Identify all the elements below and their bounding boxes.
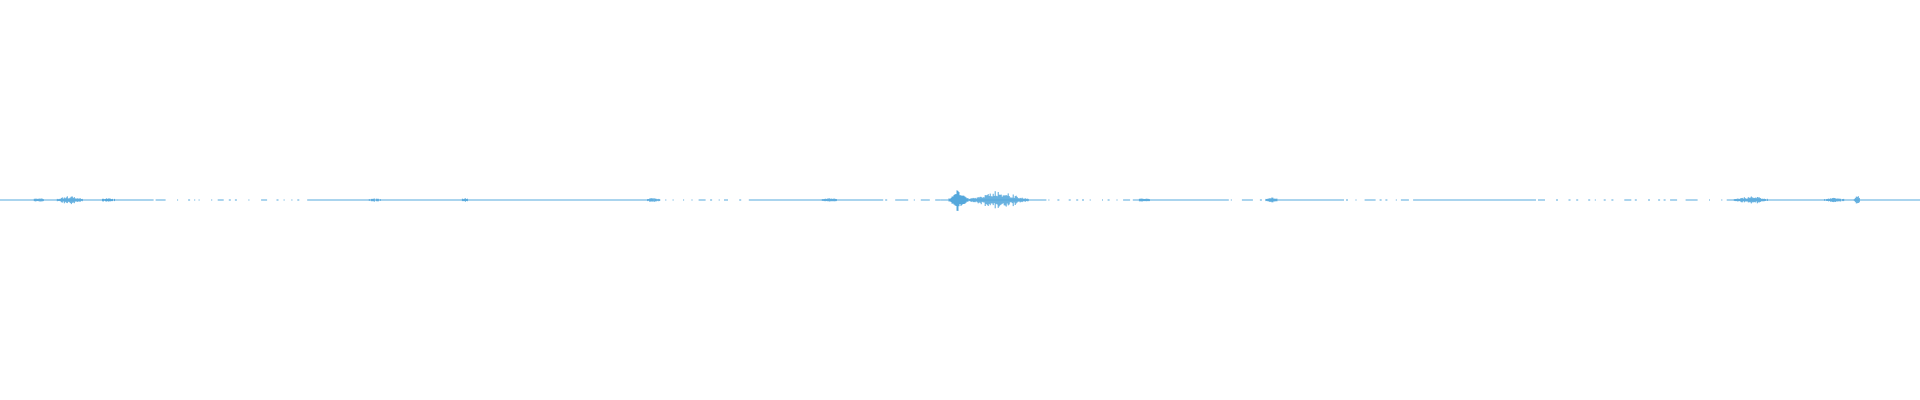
waveform-burst: [102, 198, 115, 202]
waveform-dot-segment: [1379, 199, 1382, 201]
waveform-dot-segment: [724, 199, 728, 201]
waveform-dot-segment: [1568, 199, 1571, 201]
waveform-dot-segment: [691, 199, 693, 201]
waveform-dot-segment: [1102, 199, 1103, 201]
waveform-dot-segment: [1709, 199, 1710, 201]
waveform-burst: [1733, 196, 1768, 204]
waveform-dot-segment: [1395, 199, 1397, 201]
waveform-dot-segment: [1556, 199, 1558, 201]
waveform-dot-segment: [1230, 199, 1232, 201]
waveform-dot-segment: [683, 199, 685, 201]
waveform-burst: [368, 198, 381, 202]
waveform-dot-segment: [198, 199, 200, 201]
waveform-burst: [968, 191, 1029, 209]
waveform-burst: [1265, 197, 1278, 203]
waveform-dot-segment: [1611, 199, 1614, 201]
waveform-dot-segment: [1400, 199, 1409, 201]
waveform-burst: [1824, 197, 1845, 203]
waveform-dot-segment: [1634, 199, 1637, 201]
waveform-dot-segment: [1658, 199, 1661, 201]
waveform-dot-segment: [885, 199, 888, 201]
waveform-burst: [948, 190, 969, 211]
waveform-dot-segment: [1076, 199, 1079, 201]
waveform-dot-segment: [1721, 199, 1723, 201]
waveform-dot-segment: [1603, 199, 1606, 201]
waveform-dot-segment: [1355, 199, 1357, 201]
waveform-burst: [1138, 198, 1150, 202]
waveform-dot-segment: [1068, 199, 1071, 201]
waveform-dot-segment: [1259, 199, 1262, 201]
waveform-dot-segment: [194, 199, 196, 201]
waveform-dot-segment: [1726, 199, 1728, 201]
waveform-dot-segment: [1364, 199, 1376, 201]
waveform-line-segment: [1728, 199, 1920, 201]
waveform-dot-segment: [1385, 199, 1388, 201]
waveform-dot-segment: [217, 199, 224, 201]
waveform-dot-segment: [698, 199, 706, 201]
waveform-dot-segment: [672, 199, 674, 201]
waveform-dot-segment: [261, 199, 268, 201]
waveform-dot-segment: [739, 199, 742, 201]
waveform-dot-segment: [188, 199, 191, 201]
waveform-burst: [821, 198, 837, 202]
waveform-bursts: [33, 190, 1860, 211]
waveform-dot-segment: [1648, 199, 1650, 201]
waveform-dot-segment: [920, 199, 930, 201]
waveform-dot-segment: [234, 199, 237, 201]
waveform-dot-segment: [718, 199, 720, 201]
waveform-burst: [647, 198, 661, 202]
waveform-dot-segment: [1116, 199, 1118, 201]
waveform-dot-segment: [211, 199, 213, 201]
waveform-burst: [56, 196, 83, 205]
waveform-dot-segment: [1588, 199, 1591, 201]
waveform-line-segment: [307, 199, 653, 201]
waveform-dot-segment: [155, 199, 166, 201]
waveform-dot-segment: [1576, 199, 1579, 201]
waveform-dot-segment: [1685, 199, 1698, 201]
waveform-dot-segment: [291, 199, 293, 201]
waveform-dot-segment: [913, 199, 915, 201]
waveform-dot-segment: [1048, 199, 1050, 201]
waveform-dot-segment: [1082, 199, 1084, 201]
waveform-dot-segment: [1241, 199, 1253, 201]
waveform-burst: [1853, 196, 1860, 204]
waveform-dot-segment: [710, 199, 713, 201]
waveform-dot-segment: [283, 199, 285, 201]
waveform-line-segment: [1267, 199, 1344, 201]
waveform-burst: [461, 198, 468, 202]
waveform-dot-segment: [1346, 199, 1348, 201]
waveform-dot-segment: [935, 199, 941, 201]
waveform-dot-segment: [1538, 199, 1545, 201]
waveform-dot-segment: [1670, 199, 1678, 201]
waveform-dot-segment: [177, 199, 179, 201]
waveform-dot-segment: [895, 199, 909, 201]
waveform-dot-segment: [1624, 199, 1632, 201]
waveform-line-segment: [1413, 199, 1536, 201]
waveform-dot-segment: [297, 199, 300, 201]
waveform-burst: [33, 198, 44, 202]
waveform-dot-segment: [276, 199, 279, 201]
waveform-dot-segment: [1057, 199, 1060, 201]
waveform-dot-segment: [228, 199, 231, 201]
waveform-dot-segment: [1663, 199, 1666, 201]
waveform-dot-segment: [1089, 199, 1091, 201]
waveform-dot-segment: [1594, 199, 1596, 201]
waveform-line-segment: [748, 199, 884, 201]
waveform-dot-segment: [1123, 199, 1131, 201]
waveform-dot-segment: [665, 199, 667, 201]
waveform-dot-segment: [1107, 199, 1110, 201]
waveform-dot-segment: [248, 199, 250, 201]
waveform-line-segment: [1132, 199, 1229, 201]
